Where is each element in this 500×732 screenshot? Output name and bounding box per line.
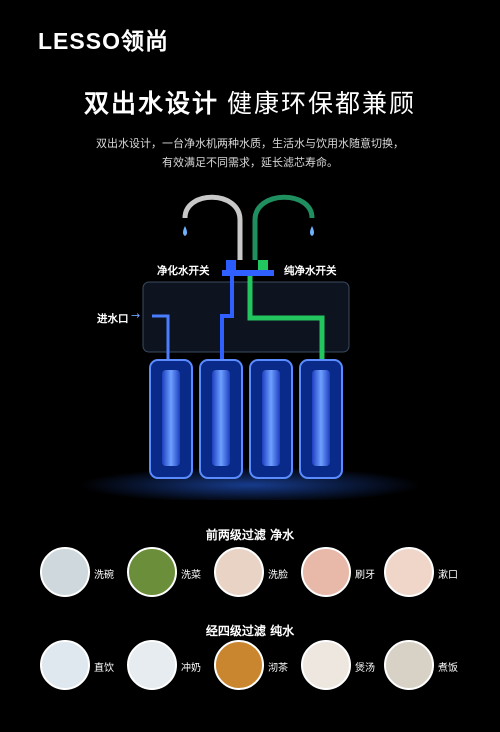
purified-uses-row: 洗碗 洗菜 洗脸 刷牙 漱口 bbox=[40, 547, 470, 603]
purifier-housing bbox=[142, 281, 350, 353]
green-faucet bbox=[252, 194, 315, 260]
washing-dishes-photo-icon bbox=[40, 547, 90, 597]
use-label: 洗菜 bbox=[181, 570, 201, 581]
switch-base bbox=[222, 270, 274, 276]
washing-face-photo-icon bbox=[214, 547, 264, 597]
description: 双出水设计，一台净水机两种水质，生活水与饮用水随意切换， 有效满足不同需求，延长… bbox=[0, 134, 500, 172]
rinsing-mouth-photo-icon bbox=[384, 547, 434, 597]
use-item: 煲汤 bbox=[301, 640, 387, 696]
making-tea-photo-icon bbox=[214, 640, 264, 690]
use-item: 冲奶 bbox=[127, 640, 213, 696]
use-label: 沏茶 bbox=[268, 663, 288, 674]
inlet-arrow-icon: → bbox=[131, 309, 141, 322]
pure-switch-label: 纯净水开关 bbox=[284, 265, 337, 277]
use-label: 煲汤 bbox=[355, 663, 375, 674]
purified-switch-knob bbox=[226, 260, 236, 274]
making-milk-photo-icon bbox=[127, 640, 177, 690]
brand-logo: LESSO领尚 bbox=[38, 28, 169, 54]
water-drop-left bbox=[183, 226, 187, 236]
filter-3 bbox=[249, 359, 293, 479]
use-label: 直饮 bbox=[94, 663, 114, 674]
cooking-rice-photo-icon bbox=[384, 640, 434, 690]
use-label: 洗脸 bbox=[268, 570, 288, 581]
use-item: 洗脸 bbox=[214, 547, 300, 603]
title-main: 双出水设计 bbox=[83, 89, 219, 118]
silver-faucet bbox=[182, 194, 243, 260]
use-label: 洗碗 bbox=[94, 570, 114, 581]
use-label: 刷牙 bbox=[355, 570, 375, 581]
filter-2 bbox=[199, 359, 243, 479]
washing-vegetables-photo-icon bbox=[127, 547, 177, 597]
filter-1 bbox=[149, 359, 193, 479]
use-label: 冲奶 bbox=[181, 663, 201, 674]
description-line-1: 双出水设计，一台净水机两种水质，生活水与饮用水随意切换， bbox=[96, 137, 404, 150]
section-title-purified: 前两级过滤 净水 bbox=[205, 528, 295, 542]
use-item: 洗菜 bbox=[127, 547, 213, 603]
use-item: 直饮 bbox=[40, 640, 126, 696]
use-item: 煮饭 bbox=[384, 640, 470, 696]
purified-water-pipe bbox=[220, 276, 234, 365]
pure-uses-row: 直饮 冲奶 沏茶 煲汤 煮饭 bbox=[40, 640, 470, 696]
water-drop-right bbox=[310, 226, 314, 236]
use-item: 漱口 bbox=[384, 547, 470, 603]
purifier-illustration bbox=[80, 194, 420, 500]
use-label: 漱口 bbox=[438, 570, 458, 581]
use-item: 刷牙 bbox=[301, 547, 387, 603]
use-label: 煮饭 bbox=[438, 663, 458, 674]
inlet-pipe bbox=[152, 314, 170, 365]
page-title: 双出水设计健康环保都兼顾 bbox=[0, 84, 500, 120]
making-soup-photo-icon bbox=[301, 640, 351, 690]
pure-switch-knob bbox=[258, 260, 268, 274]
use-item: 沏茶 bbox=[214, 640, 300, 696]
title-sub: 健康环保都兼顾 bbox=[227, 89, 417, 118]
pure-water-pipe bbox=[247, 276, 325, 365]
inlet-label: 进水口 bbox=[97, 313, 129, 325]
filter-4 bbox=[299, 359, 343, 479]
brushing-teeth-photo-icon bbox=[301, 547, 351, 597]
use-item: 洗碗 bbox=[40, 547, 126, 603]
drinking-water-photo-icon bbox=[40, 640, 90, 690]
section-title-pure: 经四级过滤 纯水 bbox=[205, 624, 295, 638]
purified-switch-label: 净化水开关 bbox=[157, 265, 210, 277]
description-line-2: 有效满足不同需求，延长滤芯寿命。 bbox=[162, 156, 338, 169]
